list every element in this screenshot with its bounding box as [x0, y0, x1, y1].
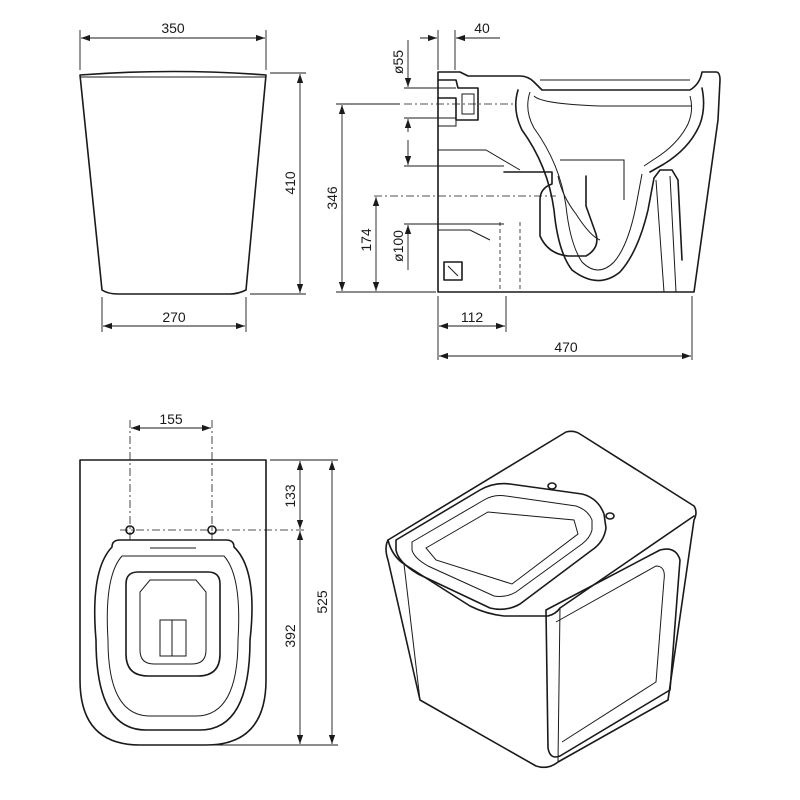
front-view: 350 270 410	[79, 20, 306, 332]
dim-hole-offset-label: 133	[282, 484, 298, 508]
front-view-outline	[79, 70, 267, 295]
dim-outlet-offset-label: 112	[461, 309, 484, 325]
iso-seat-rim	[395, 482, 607, 611]
bowl-trap-outline	[514, 89, 683, 282]
dim-height-label: 410	[282, 171, 298, 195]
iso-fixing-hole-left	[547, 482, 557, 490]
iso-fixing-hole-right	[605, 512, 615, 520]
isometric-view	[385, 430, 697, 769]
dim-inlet-offset-label: 40	[474, 20, 490, 36]
dim-inlet-height-label: 346	[324, 186, 340, 210]
dim-outlet-diameter-label: ø100	[390, 230, 406, 262]
plan-view: 155 133 392 525	[79, 411, 338, 746]
iso-side-panel	[545, 548, 681, 758]
dim-depth-label: 470	[554, 339, 578, 355]
dim-inlet-diameter-label: ø55	[390, 50, 406, 74]
plan-rim	[93, 539, 253, 731]
floor-fixing	[443, 261, 463, 281]
plan-outline	[79, 459, 267, 746]
iso-body-outline	[385, 430, 697, 769]
plan-bowl	[125, 571, 221, 677]
dim-outlet-height-label: 174	[358, 228, 374, 252]
side-section-view: 40 ø55 346 174 ø100 112 470	[324, 20, 721, 360]
side-body-outline	[437, 71, 721, 293]
dim-hole-spacing-label: 155	[159, 411, 183, 427]
dim-bottom-width-label: 270	[162, 309, 186, 325]
dim-bowl-length-label: 392	[282, 624, 298, 648]
dim-total-length-label: 525	[314, 590, 330, 614]
outlet-trap	[503, 171, 598, 257]
dim-top-width-label: 350	[161, 20, 185, 36]
inlet-housing	[437, 79, 479, 121]
